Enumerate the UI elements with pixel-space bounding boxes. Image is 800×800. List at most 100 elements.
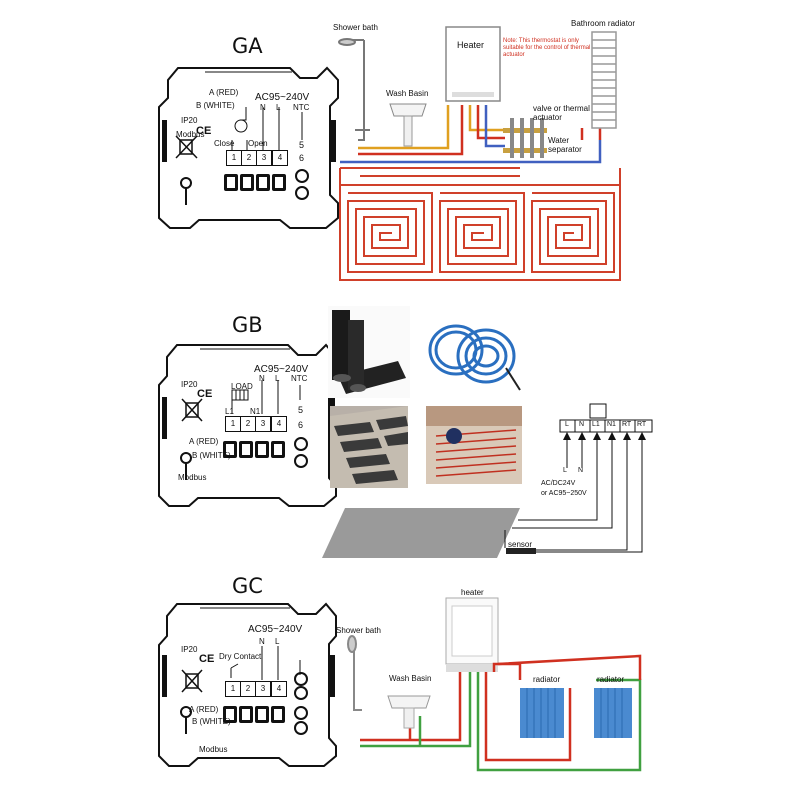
gb-ntc: NTC — [291, 374, 308, 383]
ga-weee-icon — [175, 135, 198, 159]
gc-ip: IP20 — [181, 645, 198, 654]
ga-label-note: Note: This thermostat is only suitable f… — [503, 38, 591, 58]
gc-terminal-4: 4 — [271, 681, 287, 697]
ga-ntc: NTC — [293, 103, 310, 112]
gc-modbus: Modbus — [199, 745, 228, 754]
gb-floor-film-photo — [330, 406, 408, 488]
ga-close: Close — [214, 139, 235, 148]
gc-screw-6-top — [294, 686, 308, 700]
ga-l: L — [276, 103, 281, 112]
ga-screw-1 — [224, 174, 238, 191]
gb-supply-n: N — [578, 467, 584, 474]
ga-shower-icon — [338, 38, 370, 141]
gc-basin-icon — [387, 695, 431, 729]
gc-label-radiator-2: radiator — [597, 675, 625, 684]
ga-label-separator: Water separator — [548, 136, 582, 154]
gc-terminal-3: 3 — [255, 681, 271, 697]
gb-wire-a: A (RED) — [189, 437, 219, 446]
ga-label-shower: Shower bath — [333, 23, 378, 32]
ga-screw-5 — [295, 169, 309, 183]
ga-terminal-1: 1 — [226, 150, 242, 166]
gc-heater-icon — [445, 597, 499, 672]
gb-floor-cable-photo — [426, 406, 522, 484]
ga-key-icon — [180, 177, 192, 205]
gb-ip: IP20 — [181, 380, 198, 389]
gb-block-rt2: RT — [637, 421, 647, 428]
gb-terminal-3: 3 — [255, 416, 271, 432]
gc-weee-icon — [181, 669, 203, 693]
ga-ce-mark: CE — [196, 125, 212, 137]
ga-screw-3 — [256, 174, 270, 191]
gb-n1: N1 — [250, 407, 261, 416]
gb-screw-4 — [271, 441, 285, 458]
gc-screw-5 — [294, 706, 308, 720]
gc-dry-contact: Dry Contact — [219, 652, 262, 661]
gb-title: GB — [232, 313, 263, 337]
gc-screw-3 — [255, 706, 269, 723]
ga-terminal-4: 4 — [272, 150, 288, 166]
ga-label-heater: Heater — [457, 40, 485, 50]
gb-wire-b: B (WHITE) — [192, 451, 231, 460]
gb-ntc-terminal-6: 6 — [298, 420, 304, 430]
gb-modbus: Modbus — [178, 473, 207, 482]
ga-water-separator-icon — [503, 118, 547, 158]
gb-screw-5 — [294, 437, 308, 451]
gb-supply-l: L — [563, 467, 567, 474]
gb-weee-icon — [181, 398, 203, 422]
ga-ip: IP20 — [181, 116, 198, 125]
gc-screw-1 — [223, 706, 237, 723]
gc-wire-b: B (WHITE) — [192, 717, 231, 726]
gb-key-icon — [180, 452, 192, 480]
gc-wire-a: A (RED) — [189, 705, 219, 714]
ga-screw-2 — [240, 174, 254, 191]
gc-radiator-2-icon — [594, 688, 632, 738]
gc-n: N — [259, 637, 265, 646]
gb-block-l: L — [565, 421, 569, 428]
gc-l: L — [275, 637, 280, 646]
ga-label-basin: Wash Basin — [386, 89, 429, 98]
gc-shower-icon — [347, 635, 362, 711]
gc-key-icon — [180, 706, 192, 734]
gb-sensor: sensor — [508, 540, 533, 549]
gb-voltage: AC95~240V — [254, 364, 309, 375]
ga-screw-4 — [272, 174, 286, 191]
gc-label-heater: heater — [461, 588, 484, 597]
ga-label-radiator: Bathroom radiator — [571, 19, 636, 28]
gb-load: LOAD — [231, 382, 253, 391]
gb-screw-2 — [239, 441, 253, 458]
gb-supply: AC/DC24V — [541, 480, 576, 487]
gc-screw-2 — [239, 706, 253, 723]
gc-title: GC — [232, 574, 263, 598]
gb-l: L — [275, 374, 280, 383]
gc-radiator-1-icon — [520, 688, 564, 738]
gc-screw-4 — [271, 706, 285, 723]
gb-ntc-terminal-5: 5 — [298, 405, 304, 415]
gb-ce-mark: CE — [197, 388, 213, 400]
gb-heating-cable-photo — [420, 306, 526, 398]
ga-voltage: AC95~240V — [255, 92, 310, 103]
gc-screw-5-top — [294, 672, 308, 686]
gc-screw-6 — [294, 721, 308, 735]
ga-screw-6 — [295, 186, 309, 200]
ga-ntc-terminal-5: 5 — [299, 140, 305, 150]
ga-bathroom-radiator-icon — [591, 31, 617, 129]
gb-screw-6 — [294, 454, 308, 468]
ga-n: N — [260, 103, 266, 112]
gb-block-n1: N1 — [607, 421, 616, 428]
ga-terminal-3: 3 — [256, 150, 272, 166]
gb-screw-1 — [223, 441, 237, 458]
gb-block-rt1: RT — [622, 421, 632, 428]
ga-title: GA — [232, 34, 263, 58]
ga-wire-b: B (WHITE) — [196, 101, 235, 110]
gc-label-shower: Shower bath — [336, 626, 381, 635]
ga-wire-a: A (RED) — [209, 88, 239, 97]
gb-l1: L1 — [225, 407, 234, 416]
gb-screw-3 — [255, 441, 269, 458]
gb-terminal-4: 4 — [271, 416, 287, 432]
gb-heating-film-photo — [328, 306, 410, 398]
gc-label-radiator-1: radiator — [533, 675, 561, 684]
